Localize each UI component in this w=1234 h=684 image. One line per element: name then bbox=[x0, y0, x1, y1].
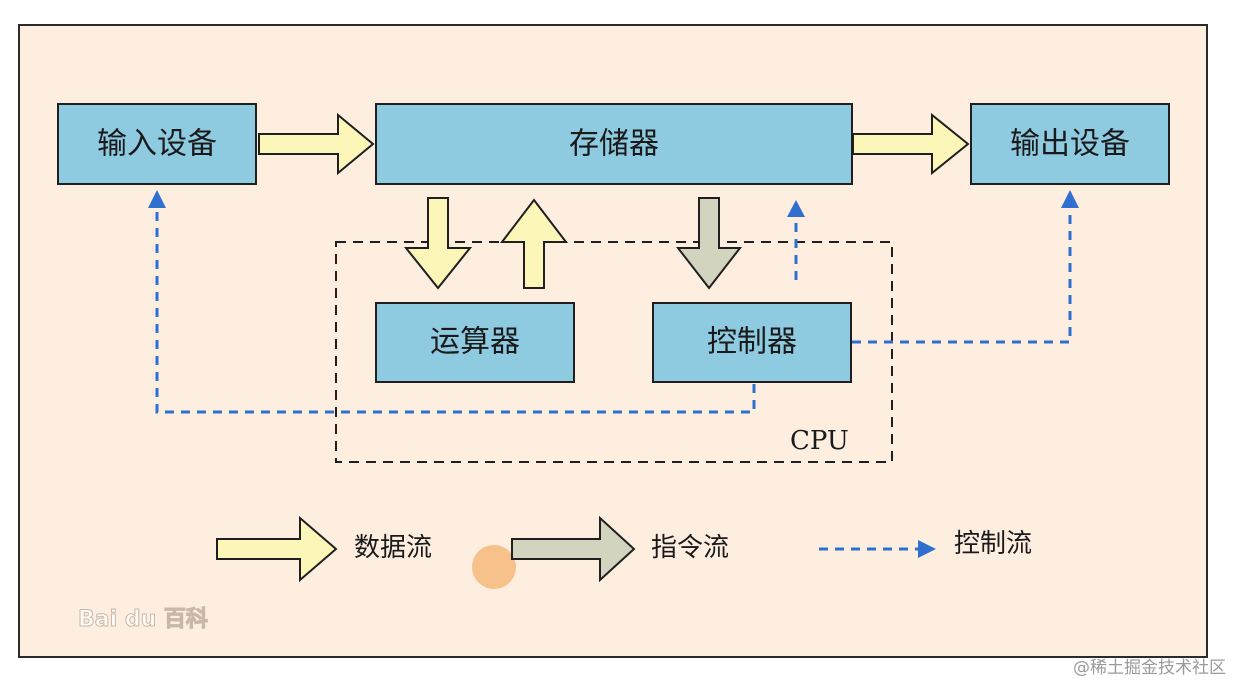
input-device-label: 输入设备 bbox=[97, 127, 217, 162]
baidu-watermark: Bai du 百科 bbox=[78, 607, 208, 632]
output-device-label: 输出设备 bbox=[1010, 127, 1130, 162]
legend-data-arrow bbox=[216, 515, 338, 583]
legend-instruction-flow-label: 指令流 bbox=[651, 533, 729, 563]
cursor-highlight bbox=[472, 545, 516, 589]
data-arrow-alu-to-memory bbox=[499, 198, 569, 289]
cpu-boundary bbox=[335, 241, 893, 463]
legend-control-flow-label: 控制流 bbox=[954, 529, 1032, 559]
legend-control-arrowhead bbox=[918, 540, 936, 558]
control-arrowhead-memory bbox=[787, 200, 805, 217]
instruction-arrow-memory-to-controller bbox=[675, 197, 743, 290]
data-arrow-input-to-memory bbox=[258, 112, 375, 176]
alu-label: 运算器 bbox=[430, 325, 520, 360]
cpu-label: CPU bbox=[790, 426, 849, 456]
controller-label: 控制器 bbox=[707, 325, 797, 360]
legend: 数据流 指令流 控制流 bbox=[216, 515, 1032, 589]
control-arrowhead-output bbox=[1061, 190, 1079, 208]
legend-data-flow-label: 数据流 bbox=[354, 533, 432, 563]
data-arrow-memory-to-alu bbox=[403, 197, 473, 290]
controller-box: 控制器 bbox=[652, 302, 852, 383]
control-line-to-output bbox=[852, 206, 1072, 344]
memory-box: 存储器 bbox=[375, 103, 853, 185]
control-arrowhead-input bbox=[148, 190, 166, 208]
control-line-to-input bbox=[155, 206, 756, 414]
site-credit: @稀土掘金技术社区 bbox=[1073, 658, 1226, 678]
output-device-box: 输出设备 bbox=[970, 103, 1170, 185]
data-arrow-memory-to-output bbox=[852, 112, 970, 176]
input-device-box: 输入设备 bbox=[57, 103, 257, 185]
legend-instruction-arrow bbox=[511, 515, 636, 583]
memory-label: 存储器 bbox=[569, 127, 659, 162]
alu-box: 运算器 bbox=[375, 302, 575, 383]
